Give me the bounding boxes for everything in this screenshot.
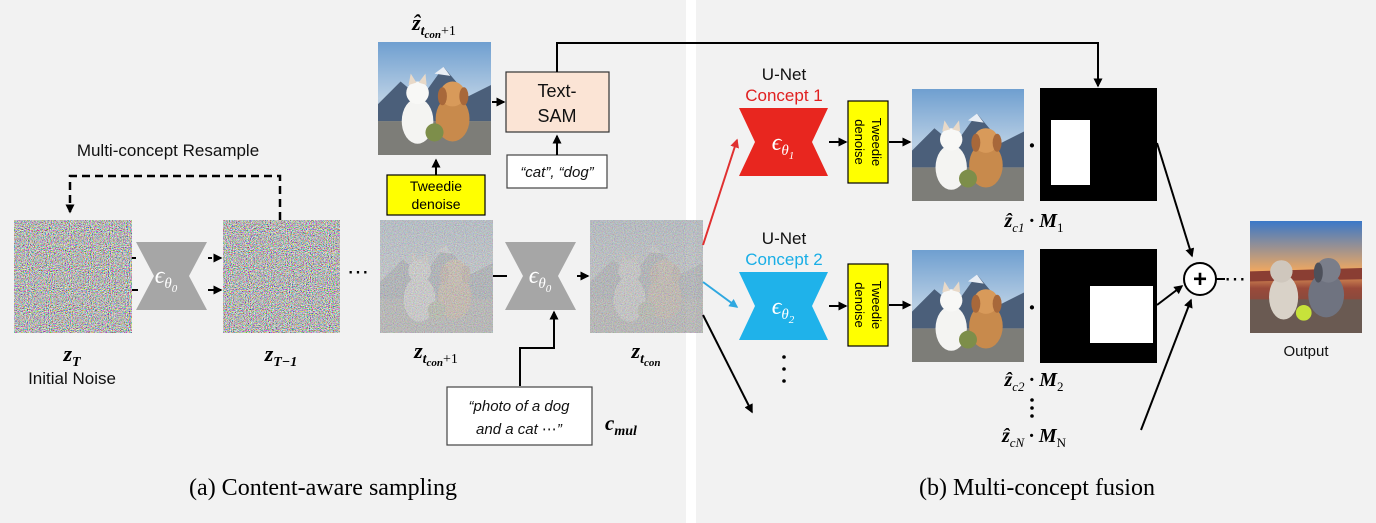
initial-noise-label: Initial Noise (28, 369, 116, 388)
noisy-image-tcon-plus-1 (380, 220, 493, 333)
unet-gray-2 (505, 242, 576, 310)
resample-arrow (65, 174, 282, 220)
output-image (1250, 221, 1362, 333)
z-tcon-plus-1-label: ztcon+1 (413, 338, 458, 369)
unet-blue-concept-2 (739, 272, 828, 340)
dot-operator-1: · (1028, 131, 1037, 160)
black-branch-arrow (702, 314, 753, 414)
eps-theta1-label: ϵθ1 (772, 130, 795, 162)
tweedie-denoise-box-b2 (847, 263, 889, 347)
mask-2-region (1090, 286, 1153, 343)
concept-1-image (912, 89, 1024, 201)
tweedie-b1-text: Tweedie denoise (852, 118, 884, 166)
prompt-line-1: “photo of a dog (469, 398, 571, 415)
zc2-m2-label: ẑc2·M2 (1003, 369, 1063, 394)
mask-arrow (556, 42, 1103, 88)
unet-2-label: U-Net (762, 229, 807, 248)
eps-theta0-label-2: ϵθ0 (529, 263, 552, 295)
svg-text:Tweedie: Tweedie (869, 281, 884, 329)
concept-2-image (912, 250, 1024, 362)
zc1-m1-label: ẑc1·M1 (1003, 210, 1063, 235)
svg-text:Tweedie: Tweedie (869, 118, 884, 166)
dot-operator-2: · (1028, 293, 1037, 322)
output-label: Output (1283, 343, 1329, 360)
arrow-mask2-to-sum (1156, 285, 1184, 306)
blue-branch-arrow (702, 281, 739, 308)
eps-theta2-label: ϵθ2 (772, 294, 795, 326)
unet-gray-1 (136, 242, 207, 310)
cat-dog-label: “cat”, “dog” (520, 164, 594, 181)
unet-1-label: U-Net (762, 65, 807, 84)
noise-image-t-minus-1 (223, 220, 340, 333)
svg-text:denoise: denoise (852, 282, 867, 328)
caption-b: (b) Multi-concept fusion (919, 475, 1155, 501)
unet-red-concept-1 (739, 108, 828, 176)
resample-label: Multi-concept Resample (77, 141, 259, 160)
red-branch-arrow (702, 138, 739, 246)
arrow-maskN-to-sum (1140, 298, 1193, 431)
ellipsis-a: ⋯ (347, 259, 369, 284)
tweedie-denoise-box-b1 (847, 100, 889, 184)
caption-a: (a) Content-aware sampling (189, 475, 457, 501)
prompt-line-2: and a cat ⋯” (476, 421, 563, 438)
text-sam-line-2: SAM (537, 106, 576, 126)
tweedie-denoise-box-a (386, 174, 486, 216)
initial-noise-image (14, 220, 132, 333)
predicted-clean-image (378, 42, 491, 155)
zhat-tcon-plus-1-label: ẑtcon+1 (411, 10, 456, 41)
tweedie-a-line-1: Tweedie (410, 178, 462, 194)
concept-2-label: Concept 2 (745, 250, 823, 269)
c-mul-label: cmul (605, 411, 637, 439)
text-sam-box (505, 71, 610, 133)
eps-theta0-label-1: ϵθ0 (155, 263, 178, 295)
arrow-mask1-to-sum (1156, 142, 1195, 258)
zT-minus-1-label: zT−1 (264, 341, 298, 370)
tweedie-a-line-2: denoise (411, 196, 460, 212)
plus-sign: + (1193, 266, 1207, 293)
mask-1-region (1051, 120, 1090, 185)
z-tcon-label: ztcon (631, 338, 661, 369)
zcN-mN-label: ẑcN·MN (1001, 425, 1067, 450)
concept-1-label: Concept 1 (745, 86, 823, 105)
zT-label: zT (62, 341, 82, 370)
prompt-arrow (519, 310, 559, 386)
noisy-image-tcon (590, 220, 703, 333)
ellipsis-b: ⋯ (1224, 266, 1246, 291)
svg-text:denoise: denoise (852, 119, 867, 165)
prompt-box (446, 386, 593, 446)
vertical-ellipsis-unet (782, 355, 786, 383)
vertical-ellipsis-outputs (1030, 398, 1034, 418)
text-sam-line-1: Text- (537, 81, 576, 101)
tweedie-b2-text: Tweedie denoise (852, 281, 884, 329)
